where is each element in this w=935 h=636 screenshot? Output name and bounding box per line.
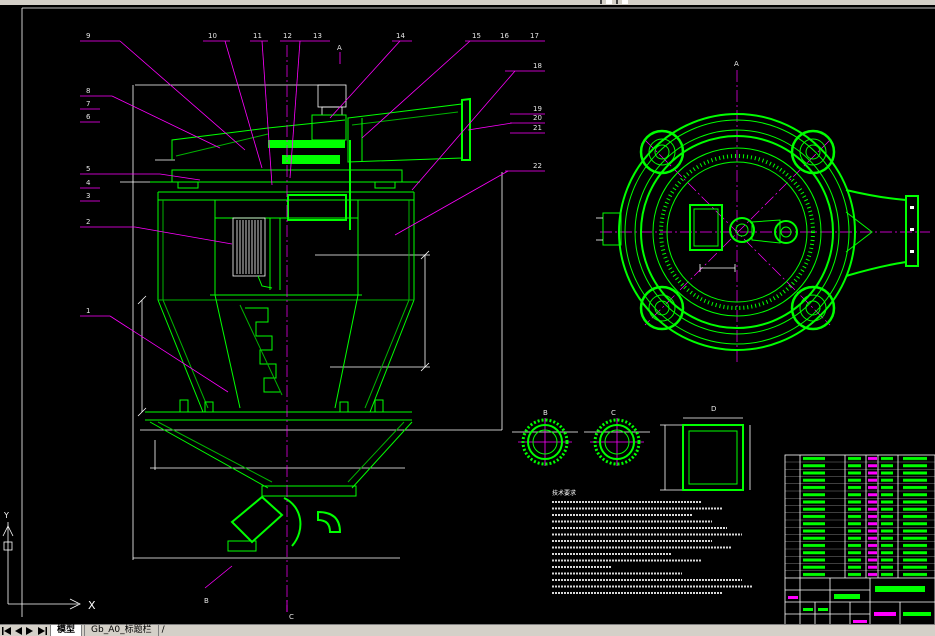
part-number: 8 <box>86 87 90 95</box>
section-b-view: B <box>512 409 578 466</box>
notes-heading: 技术要求 <box>552 489 576 497</box>
ucs-icon: Y X <box>2 511 96 612</box>
inlet-duct <box>171 97 471 163</box>
view-label-a: A <box>337 44 342 52</box>
part-numbers: 9 10 11 12 13 14 15 16 17 18 19 20 21 22… <box>86 32 542 315</box>
part-number: 20 <box>533 114 542 122</box>
mounting-lugs <box>639 129 836 331</box>
part-number: 3 <box>86 192 90 200</box>
guide-vanes <box>239 304 283 396</box>
part-number: 18 <box>533 62 542 70</box>
plan-view-a: A <box>596 60 930 365</box>
prev-layout-icon[interactable] <box>12 625 24 636</box>
elevation-view: A B C <box>120 44 503 621</box>
part-number: 7 <box>86 100 90 108</box>
part-number: 6 <box>86 113 91 121</box>
plan-internals <box>596 204 798 272</box>
layout-tab-bar: 模型 Gb_A0_标题栏 / <box>0 624 935 636</box>
part-number: 15 <box>472 32 481 40</box>
part-leaders <box>80 40 545 393</box>
view-d: D <box>660 405 751 491</box>
view-label-d: D <box>711 405 716 413</box>
part-number: 16 <box>500 32 509 40</box>
next-layout-icon[interactable] <box>24 625 36 636</box>
title-block <box>784 454 935 624</box>
tab-model[interactable]: 模型 <box>50 625 83 636</box>
part-number: 1 <box>86 307 90 315</box>
tab-gb-a0-title-block[interactable]: Gb_A0_标题栏 <box>84 625 159 636</box>
view-label-plan-a: A <box>734 60 739 68</box>
toolbar-strip[interactable] <box>0 0 935 5</box>
part-number: 17 <box>530 32 539 40</box>
elevation-dimensions <box>120 84 503 560</box>
part-number: 11 <box>253 32 262 40</box>
part-number: 5 <box>86 165 90 173</box>
part-number: 21 <box>533 124 542 132</box>
part-number: 2 <box>86 218 90 226</box>
parts-list-table <box>785 455 935 578</box>
part-number: 10 <box>208 32 217 40</box>
technical-notes: 技术要求 <box>552 489 752 594</box>
tab-separator: / <box>161 625 165 635</box>
cyclone-body <box>150 169 420 413</box>
part-number: 9 <box>86 32 90 40</box>
discharge-valve <box>227 495 342 552</box>
support-ring-hopper <box>145 399 413 497</box>
sheet-frame <box>21 7 935 617</box>
view-label-b: B <box>543 409 548 417</box>
part-number: 12 <box>283 32 292 40</box>
notes-text-lines <box>552 501 752 594</box>
part-number: 14 <box>396 32 405 40</box>
first-layout-icon[interactable] <box>0 625 12 636</box>
ucs-x-label: X <box>88 599 96 612</box>
elevation-centerline <box>204 45 341 612</box>
section-c-view: C <box>584 409 650 466</box>
cut-label-b: B <box>204 597 209 605</box>
impeller-section <box>232 217 273 289</box>
part-number: 13 <box>313 32 322 40</box>
last-layout-icon[interactable] <box>36 625 48 636</box>
cut-label-c: C <box>289 613 294 621</box>
plan-inlet <box>845 189 919 277</box>
part-number: 19 <box>533 105 542 113</box>
ucs-y-label: Y <box>3 511 9 520</box>
drive-motor <box>268 84 351 230</box>
part-number: 22 <box>533 162 542 170</box>
view-label-c: C <box>611 409 616 417</box>
part-number: 4 <box>86 179 91 187</box>
